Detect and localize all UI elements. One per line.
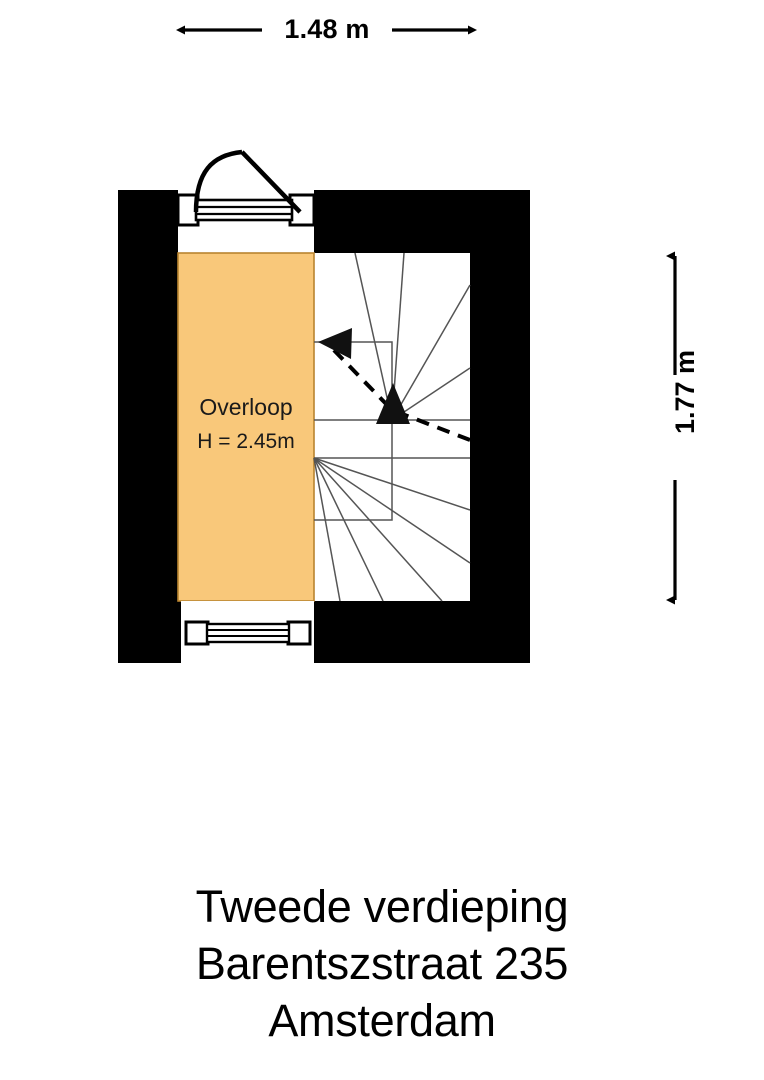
title-floor: Tweede verdieping (195, 881, 569, 932)
floorplan-drawing (118, 149, 530, 663)
door-leaf (240, 150, 302, 214)
vertical-dimension-arrow (666, 251, 677, 605)
title-block: Tweede verdieping Barentszstraat 235 Ams… (0, 878, 764, 1049)
horizontal-dimension-label: 1.48 m (284, 14, 370, 44)
stair-up-arrow-left (318, 328, 352, 359)
room-overloop (177, 252, 315, 602)
title-city: Amsterdam (268, 995, 496, 1046)
door-top (176, 149, 316, 227)
door-swing-arc (193, 149, 243, 213)
walls (118, 190, 530, 663)
window-bottom (181, 601, 314, 663)
stair-direction-path (325, 341, 471, 442)
stair-up-arrow-bottom (376, 383, 410, 424)
title-address: Barentszstraat 235 (195, 938, 569, 989)
horizontal-dimension-arrow (176, 25, 477, 35)
